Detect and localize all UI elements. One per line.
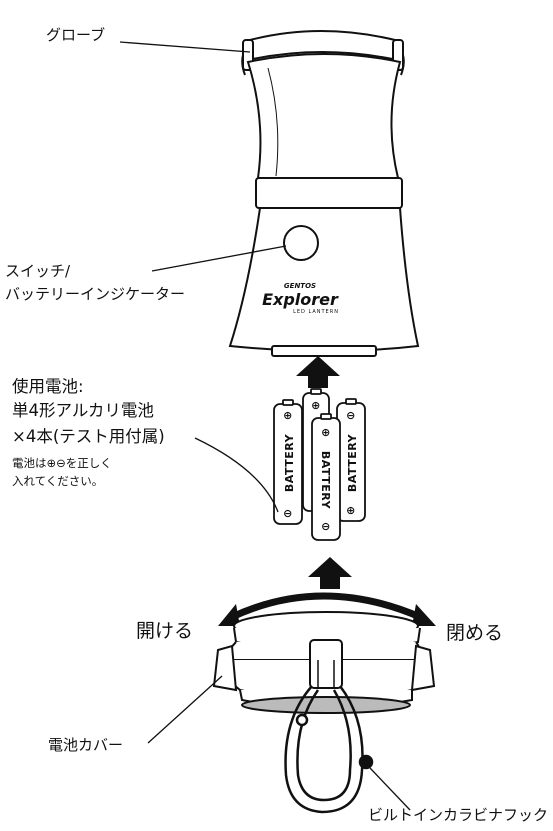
- rotation-arrow: [218, 592, 436, 626]
- battery-minus-icon: ⊖: [346, 409, 356, 422]
- arrow-up-top: [296, 356, 340, 388]
- lantern-collar: [255, 177, 403, 209]
- battery-labels: BATTERY BATTERY BATTERY ⊕ ⊖ ⊕ ⊖ ⊖ ⊕ ⊕: [283, 399, 359, 533]
- label-switch-line1: スイッチ/: [5, 262, 71, 280]
- switch-button: [283, 225, 319, 261]
- brand-name: GENTOS: [284, 282, 316, 290]
- battery-plus-icon: ⊕: [346, 504, 356, 517]
- hook-clip: [309, 639, 343, 689]
- label-battery-info-1: 使用電池:: [12, 377, 84, 396]
- battery-label-0: BATTERY: [283, 433, 296, 492]
- label-open: 開ける: [136, 620, 194, 642]
- label-battery-info-2: 単4形アルカリ電池: [12, 401, 154, 420]
- label-switch-line2: バッテリーインジケーター: [5, 285, 186, 303]
- battery-label-1: BATTERY: [319, 451, 332, 510]
- label-polarity-2: 入れてください。: [12, 474, 104, 488]
- battery-label-2: BATTERY: [346, 433, 359, 492]
- leader-lines: [119, 41, 411, 811]
- label-battery-info-3: ×4本(テスト用付属): [12, 427, 165, 446]
- label-carabiner: ビルトインカラビナフック: [368, 806, 549, 824]
- battery-plus-icon: ⊕: [321, 426, 331, 439]
- battery-plus-icon: ⊕: [283, 409, 293, 422]
- label-globe: グローブ: [46, 26, 106, 44]
- label-close: 閉める: [446, 622, 504, 644]
- lantern-globe: [241, 30, 405, 179]
- label-polarity-1: 電池は⊕⊖を正しく: [12, 456, 112, 470]
- model-subtitle: LED LANTERN: [293, 309, 339, 315]
- carabiner: [284, 685, 374, 814]
- lantern-base-body: [228, 207, 420, 357]
- arrow-up-bottom: [308, 557, 352, 589]
- model-name: Explorer: [262, 290, 339, 309]
- batteries: [273, 388, 366, 541]
- battery-minus-icon: ⊖: [283, 507, 293, 520]
- label-battery-cover: 電池カバー: [48, 736, 124, 754]
- brand-logo: GENTOS Explorer LED LANTERN: [262, 282, 339, 315]
- battery-minus-icon: ⊖: [321, 520, 331, 533]
- battery-plus-icon: ⊕: [311, 399, 321, 412]
